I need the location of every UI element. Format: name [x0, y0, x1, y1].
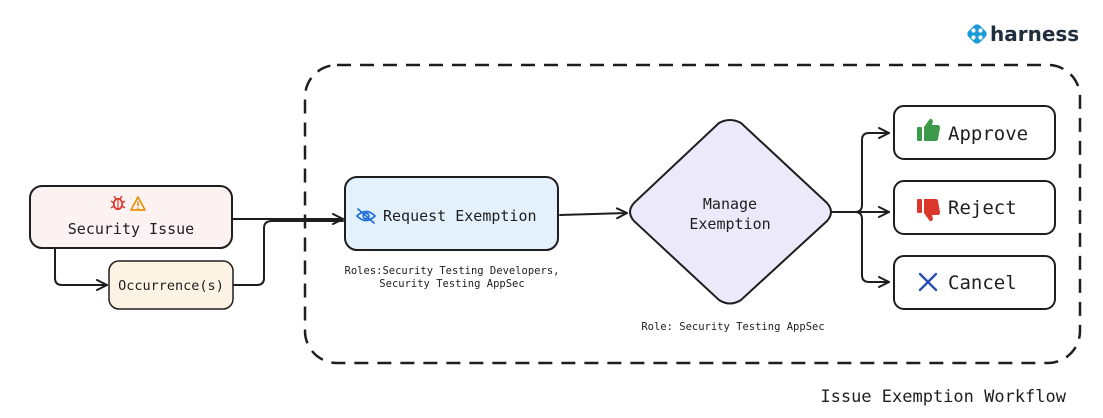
approve-label: Approve [948, 123, 1028, 145]
reject-node: Reject [893, 180, 1056, 235]
connector-issue-to-occurrence [54, 248, 108, 291]
manage-exemption-label-line2: Exemption [689, 215, 770, 233]
brand-name: harness [990, 22, 1079, 46]
bug-icon [110, 195, 126, 211]
workflow-boundary [303, 63, 1082, 365]
eye-slash-icon [355, 208, 377, 224]
request-exemption-node: Request Exemption [344, 176, 559, 251]
cancel-label: Cancel [948, 272, 1017, 294]
request-roles-line1: Roles:Security Testing Developers, [345, 265, 560, 277]
connector-occurrence-to-request [232, 220, 344, 286]
connector-manage-to-approve [832, 127, 890, 213]
thumbs-up-icon [917, 118, 940, 141]
security-issue-label: Security Issue [68, 220, 194, 238]
security-issue-node: Security Issue [29, 185, 233, 249]
reject-label: Reject [948, 197, 1017, 219]
thumbs-down-icon [917, 199, 940, 222]
manage-role: Role: Security Testing AppSec [641, 321, 824, 333]
harness-logo: harness [967, 22, 1079, 46]
request-roles-line2: Security Testing AppSec [379, 278, 524, 290]
cancel-node: Cancel [893, 255, 1056, 310]
close-icon [918, 272, 938, 292]
connector-request-to-manage [559, 207, 628, 220]
workflow-caption: Issue Exemption Workflow [820, 387, 1066, 407]
harness-logo-icon [967, 24, 987, 44]
occurrences-label: Occurrence(s) [118, 278, 224, 294]
request-exemption-label: Request Exemption [383, 207, 537, 225]
occurrences-node: Occurrence(s) [108, 260, 234, 310]
connectors [54, 127, 890, 291]
approve-node: Approve [893, 105, 1056, 160]
warning-icon [130, 196, 146, 211]
connector-manage-to-cancel [832, 211, 890, 288]
manage-exemption-label-line1: Manage [703, 195, 757, 213]
manage-exemption-node: Manage Exemption [629, 119, 832, 305]
